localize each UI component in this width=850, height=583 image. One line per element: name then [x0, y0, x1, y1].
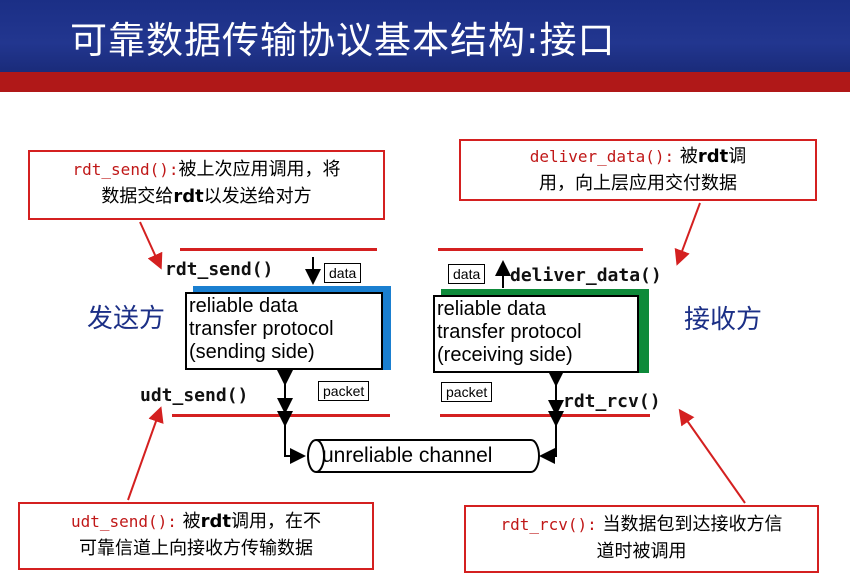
receiver-packet-box: packet	[441, 382, 493, 402]
callout-rdt-send: rdt_send():被上次应用调用，将 数据交给rdt以发送给对方	[28, 150, 385, 220]
callout-udt-send-text-a1: 被	[176, 511, 201, 532]
callout-rdt-send-text-a: 被上次应用调用，将	[178, 159, 341, 180]
sender-label: 发送方	[87, 304, 166, 334]
receiver-label: 接收方	[684, 305, 763, 335]
callout-deliver-data-fn: deliver_data():	[529, 147, 675, 166]
callout-rdt-rcv: rdt_rcv(): 当数据包到达接收方信 道时被调用	[464, 505, 819, 573]
pointer-rdt-send	[139, 221, 163, 270]
sender-channel-arrow	[277, 411, 306, 464]
callout-deliver-data: deliver_data(): 被rdt调 用，向上层应用交付数据	[459, 139, 817, 201]
title-stripe	[0, 72, 850, 92]
receiver-protocol-box: reliable data transfer protocol (receivi…	[433, 295, 639, 373]
channel-label: unreliable channel	[322, 444, 493, 467]
receiver-channel-arrow	[539, 411, 564, 464]
callout-rdt-send-fn: rdt_send():	[72, 160, 179, 179]
sender-packet-box: packet	[318, 381, 370, 401]
callout-rdt-send-line1: rdt_send():被上次应用调用，将	[30, 156, 383, 183]
slide-title: 可靠数据传输协议基本结构:接口	[70, 19, 616, 62]
callout-deliver-data-rdt: rdt	[697, 146, 729, 167]
sender-protocol-box: reliable data transfer protocol (sending…	[185, 292, 383, 370]
callout-rdt-rcv-fn: rdt_rcv():	[500, 515, 597, 534]
pointer-deliver-data	[674, 202, 701, 266]
callout-deliver-data-text-a3: 调	[728, 146, 747, 167]
callout-deliver-data-text-a1: 被	[674, 146, 698, 167]
callout-rdt-send-text-b3: 以发送给对方	[203, 186, 312, 207]
callout-deliver-data-line2: 用，向上层应用交付数据	[539, 173, 737, 194]
sender-protocol-line3: (sending side)	[189, 341, 315, 363]
sender-data-box: data	[324, 263, 362, 283]
receiver-top-line	[438, 248, 643, 251]
callout-udt-send-fn: udt_send():	[70, 512, 177, 531]
callout-udt-send-line1: udt_send(): 被rdt调用，在不	[20, 508, 372, 535]
callout-rdt-rcv-line1: rdt_rcv(): 当数据包到达接收方信	[466, 511, 817, 538]
receiver-protocol-line2: transfer protocol	[437, 321, 582, 343]
receiver-protocol-line1: reliable data	[437, 298, 546, 320]
callout-udt-send-text-a3: 调用，在不	[231, 511, 322, 532]
receiver-bottom-fn: rdt_rcv()	[563, 391, 661, 412]
callout-rdt-send-line2: 数据交给rdt以发送给对方	[30, 183, 383, 210]
callout-rdt-rcv-line2: 道时被调用	[596, 541, 687, 562]
receiver-protocol-line3: (receiving side)	[437, 344, 573, 366]
callout-udt-send-rdt: rdt	[200, 511, 232, 532]
sender-bottom-fn: udt_send()	[140, 385, 249, 406]
pointer-rdt-rcv	[678, 408, 746, 504]
callout-udt-send: udt_send(): 被rdt调用，在不 可靠信道上向接收方传输数据	[18, 502, 374, 570]
callout-rdt-rcv-text-a: 当数据包到达接收方信	[596, 514, 783, 535]
pointer-udt-send	[127, 406, 164, 501]
receiver-data-box: data	[448, 264, 486, 284]
sender-top-line	[180, 248, 377, 251]
sender-top-fn: rdt_send()	[165, 259, 274, 280]
unreliable-channel-pipe	[307, 439, 540, 473]
title-bar	[0, 0, 850, 72]
sender-protocol-line2: transfer protocol	[189, 318, 334, 340]
callout-deliver-data-line1: deliver_data(): 被rdt调	[461, 143, 815, 170]
callout-udt-send-line2: 可靠信道上向接收方传输数据	[79, 538, 313, 559]
receiver-top-fn: deliver_data()	[510, 265, 662, 286]
sender-protocol-line1: reliable data	[189, 295, 298, 317]
callout-rdt-send-rdt: rdt	[173, 186, 204, 207]
callout-rdt-send-text-b1: 数据交给	[101, 186, 174, 207]
